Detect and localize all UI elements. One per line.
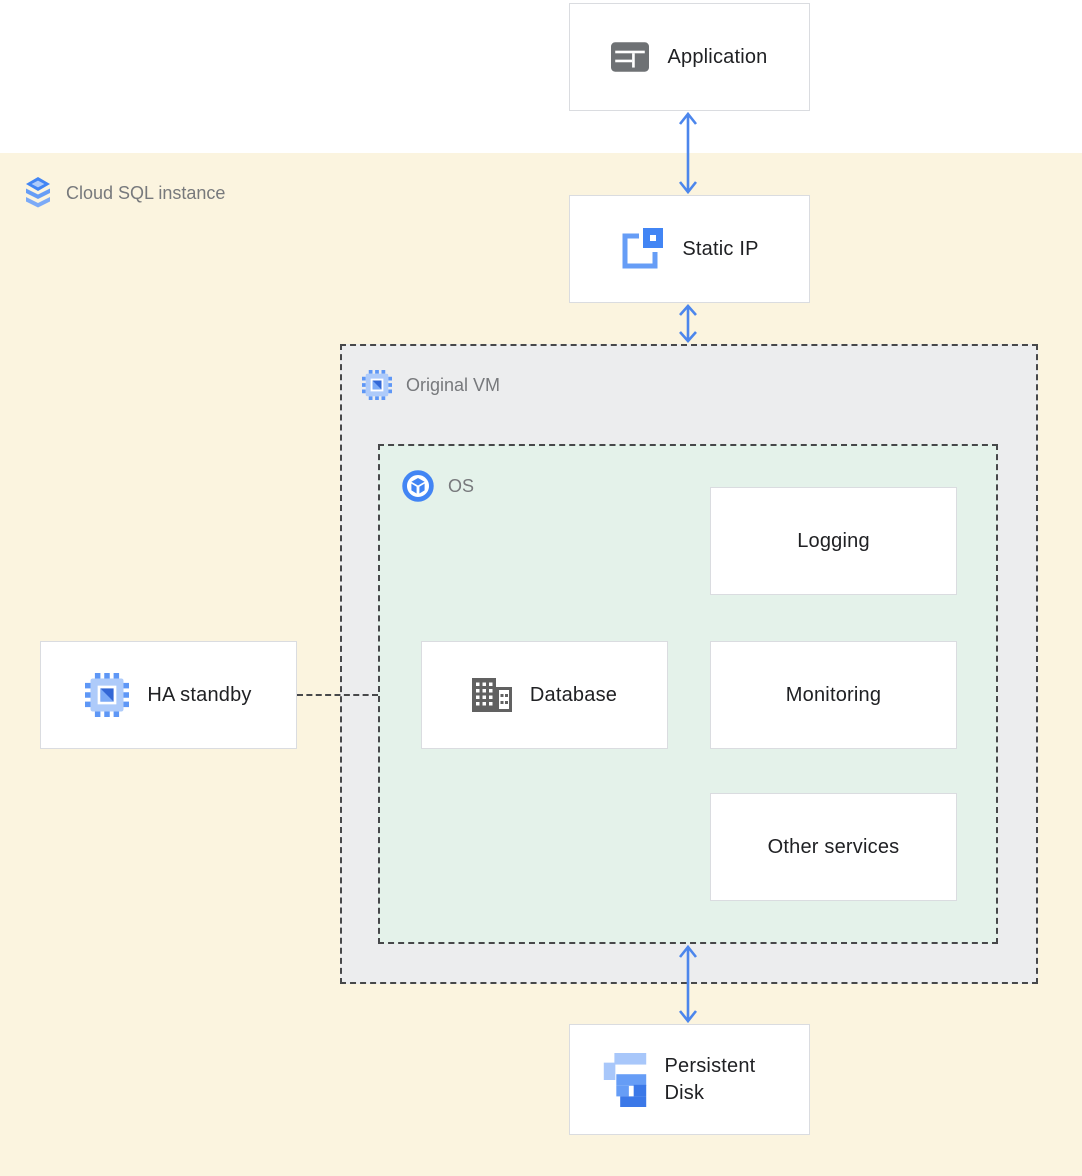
arrow-os-persistentdisk — [678, 944, 698, 1024]
node-label: HA standby — [147, 683, 252, 706]
original-vm-label: Original VM — [362, 370, 500, 400]
arrow-staticip-vm — [679, 304, 697, 343]
original-vm-label-text: Original VM — [406, 374, 501, 395]
node-static-ip: Static IP — [569, 195, 810, 303]
node-label: Static IP — [682, 237, 759, 260]
node-label: Database — [529, 683, 618, 706]
node-label: Application — [667, 45, 768, 68]
compute-chip-icon — [85, 673, 130, 717]
node-label: Other services — [767, 835, 900, 858]
node-logging: Logging — [710, 487, 957, 595]
node-ha-standby: HA standby — [40, 641, 297, 749]
os-cube-icon — [402, 470, 434, 502]
node-label: Persistent Disk — [664, 1054, 756, 1104]
cloud-sql-region-label: Cloud SQL instance — [24, 177, 225, 209]
external-ip-icon — [620, 227, 664, 271]
persistent-disk-icon — [603, 1052, 647, 1107]
arrow-application-staticip — [678, 111, 698, 195]
connector-hastandby-os — [297, 694, 378, 696]
os-label-text: OS — [448, 475, 475, 496]
region-label-text: Cloud SQL instance — [66, 182, 226, 203]
node-label: Monitoring — [785, 683, 882, 706]
node-other-services: Other services — [710, 793, 957, 901]
compute-chip-icon — [362, 370, 392, 400]
node-database: Database — [421, 641, 668, 749]
app-window-icon — [611, 42, 650, 72]
node-label: Logging — [797, 529, 870, 552]
cloud-sql-stack-icon — [24, 177, 52, 209]
node-monitoring: Monitoring — [710, 641, 957, 749]
node-persistent-disk: Persistent Disk — [569, 1024, 810, 1135]
os-label: OS — [402, 470, 474, 502]
database-building-icon — [471, 678, 512, 712]
node-application: Application — [569, 3, 810, 111]
